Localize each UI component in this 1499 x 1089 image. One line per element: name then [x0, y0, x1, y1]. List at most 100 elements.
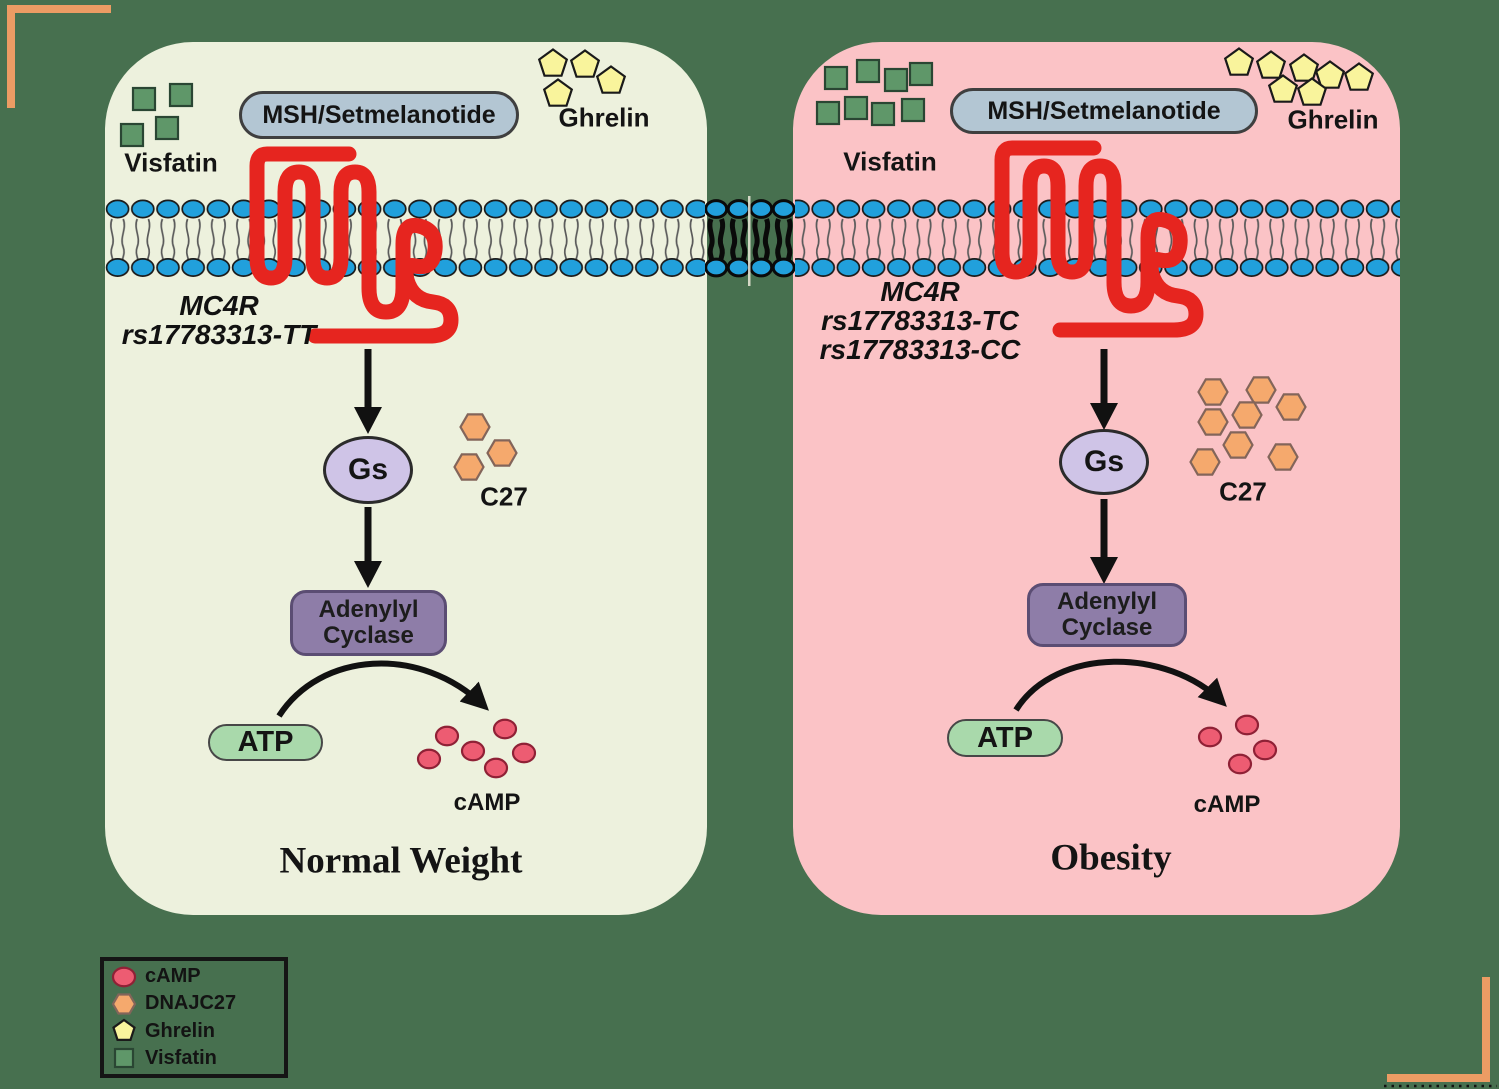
legend-marker — [111, 993, 137, 1015]
visfatin-square — [883, 67, 909, 93]
dnajc27-hexagon — [1189, 448, 1221, 476]
dnajc27-hexagon — [1267, 443, 1299, 471]
adenylyl-line1: Adenylyl — [318, 596, 419, 624]
msh-setmelanotide-pill-left: MSH/Setmelanotide — [239, 91, 519, 139]
visfatin-square — [870, 101, 896, 127]
camp-circle — [416, 748, 442, 770]
visfatin-square — [131, 86, 157, 112]
visfatin-square — [119, 122, 145, 148]
ghrelin-pentagon — [1255, 50, 1287, 79]
legend-label: DNAJC27 — [145, 992, 237, 1015]
ghrelin-pentagon — [595, 65, 627, 94]
signal-arrows — [364, 349, 1108, 564]
catalysis-arc-left — [276, 660, 489, 718]
mc4r-genotype: rs17783313-TT — [121, 319, 317, 350]
ghrelin-pentagon — [1314, 60, 1346, 89]
visfatin-label-left: Visfatin — [124, 147, 218, 178]
legend-item: DNAJC27 — [110, 991, 278, 1017]
dnajc27-legend-marker-hexagon-icon — [111, 993, 137, 1015]
visfatin-square — [815, 100, 841, 126]
gs-protein-right: Gs — [1059, 429, 1149, 495]
mc4r-genotype-label-right: MC4R rs17783313-TC rs17783313-CC — [819, 275, 1021, 365]
camp-label-right: cAMP — [1193, 791, 1261, 818]
molecule-clusters — [119, 47, 1375, 779]
atp-pill-right: ATP — [947, 719, 1063, 757]
corner-bracket-bottom-right — [1387, 977, 1490, 1082]
legend-label: cAMP — [145, 965, 201, 988]
dnajc27-hexagon — [1197, 378, 1229, 406]
mc4r-genotype: rs17783313-CC — [819, 333, 1021, 365]
camp-circle — [1234, 714, 1260, 736]
adenylyl-cyclase-box-right: Adenylyl Cyclase — [1027, 583, 1187, 647]
visfatin-square — [843, 95, 869, 121]
visfatin-square — [168, 82, 194, 108]
ghrelin-pentagon — [1296, 77, 1328, 106]
camp-circle — [1227, 753, 1253, 775]
atp-label: ATP — [977, 721, 1033, 754]
camp-circle — [483, 757, 509, 779]
dnajc27-hexagon — [453, 453, 485, 481]
adenylyl-cyclase-box-left: Adenylyl Cyclase — [290, 590, 447, 656]
ghrelin-legend-marker-pentagon-icon — [112, 1018, 136, 1042]
dnajc27-hexagon — [1231, 401, 1263, 429]
corner-bracket-top-left — [7, 5, 111, 108]
ghrelin-pentagon — [569, 49, 601, 78]
caption-obesity: Obesity — [1050, 837, 1172, 879]
ghrelin-pentagon — [537, 48, 569, 77]
atp-pill-left: ATP — [208, 724, 323, 761]
adenylyl-line1: Adenylyl — [1056, 588, 1158, 616]
dnajc27-hexagon — [486, 439, 518, 467]
msh-setmelanotide-pill-right: MSH/Setmelanotide — [950, 88, 1258, 134]
legend-item: Ghrelin — [110, 1018, 278, 1044]
visfatin-square — [900, 97, 926, 123]
dnajc27-hexagon — [1245, 376, 1277, 404]
ghrelin-label-left: Ghrelin — [558, 102, 650, 133]
dnajc27-hexagon — [1222, 431, 1254, 459]
adenylyl-line2: Cyclase — [1061, 614, 1153, 641]
visfatin-label-right: Visfatin — [843, 146, 937, 177]
ghrelin-pentagon — [1267, 74, 1299, 103]
camp-circle — [1197, 726, 1223, 748]
msh-pill-label: MSH/Setmelanotide — [262, 100, 496, 129]
legend-marker — [113, 1048, 135, 1069]
lipid-bilayer-right — [795, 196, 1400, 286]
mc4r-genotype: rs17783313-TC — [821, 304, 1019, 336]
dnajc27-hexagon — [1197, 408, 1229, 436]
camp-circle — [492, 718, 518, 740]
ghrelin-pentagon — [542, 78, 574, 107]
ghrelin-pentagon — [1343, 62, 1375, 91]
visfatin-square — [823, 65, 849, 91]
legend-marker — [112, 1018, 136, 1042]
legend-label: Visfatin — [145, 1046, 217, 1069]
signal-arrowheads — [354, 403, 1118, 588]
mc4r-gene-name: MC4R — [179, 290, 259, 322]
mc4r-gene-name: MC4R — [880, 275, 960, 307]
c27-label-right: C27 — [1219, 476, 1267, 507]
camp-circle — [460, 740, 486, 762]
visfatin-square — [908, 61, 934, 87]
mc4r-genotype-label-left: MC4R rs17783313-TT — [121, 290, 317, 350]
c27-label-left: C27 — [480, 481, 528, 512]
camp-legend-marker-circle-icon — [111, 966, 137, 987]
atp-label: ATP — [237, 726, 294, 758]
camp-circle — [511, 742, 537, 764]
adenylyl-line2: Cyclase — [323, 622, 414, 649]
legend-marker — [111, 966, 137, 987]
dnajc27-hexagon — [1275, 393, 1307, 421]
visfatin-square — [154, 115, 180, 141]
gs-protein-left: Gs — [323, 436, 413, 504]
gs-label: Gs — [1083, 445, 1125, 478]
catalysis-arc-right — [1013, 658, 1227, 712]
legend-item: cAMP — [110, 964, 278, 990]
camp-label-left: cAMP — [453, 789, 521, 816]
ghrelin-pentagon — [1288, 53, 1320, 82]
camp-circle — [1252, 739, 1278, 761]
ghrelin-label-right: Ghrelin — [1287, 104, 1379, 135]
ghrelin-pentagon — [1223, 47, 1255, 76]
gs-label: Gs — [347, 453, 389, 486]
visfatin-legend-marker-square-icon — [113, 1048, 135, 1069]
camp-circle — [434, 725, 460, 747]
